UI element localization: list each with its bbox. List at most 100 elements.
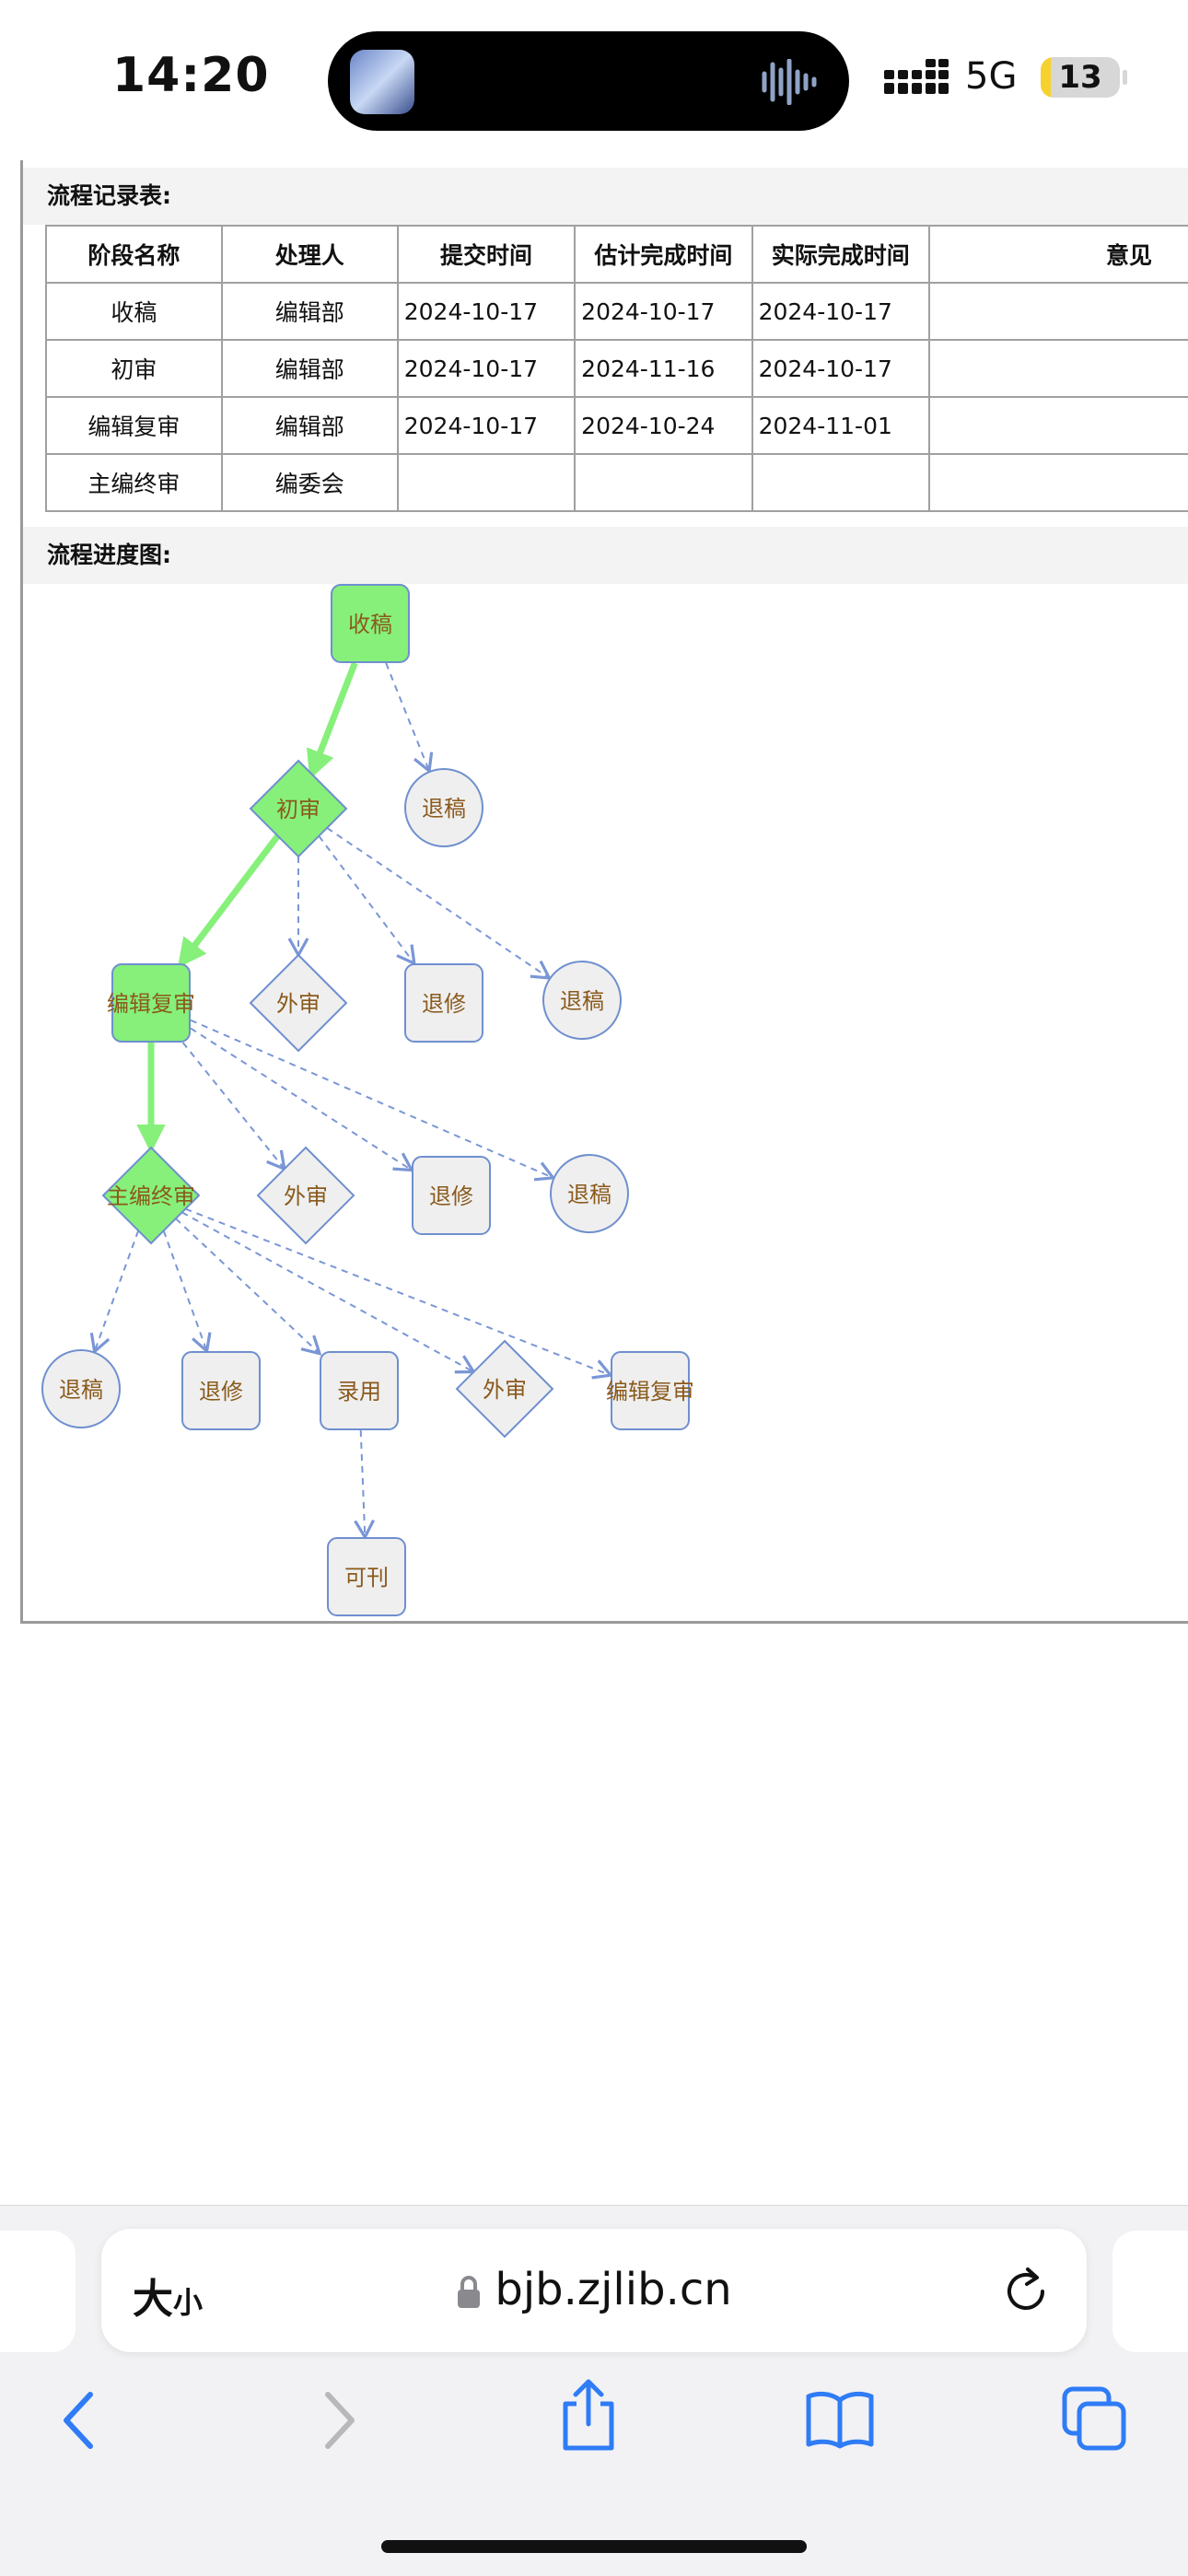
node-shape-rect <box>320 1351 399 1430</box>
back-icon[interactable] <box>57 2384 101 2457</box>
opinion-cell <box>928 339 1188 398</box>
node-shape-rect <box>331 584 410 663</box>
column-header: 估计完成时间 <box>574 225 753 284</box>
edge-n_edit-to-n_reject3 <box>190 1019 556 1182</box>
node-label: 录用 <box>337 1379 381 1405</box>
node-shape-diamond <box>455 1339 554 1439</box>
node-n_rev3[interactable]: 退修 <box>181 1351 261 1430</box>
node-label: 外审 <box>284 1183 328 1209</box>
battery-percentage: 13 <box>1058 59 1102 96</box>
node-label: 编辑复审 <box>606 1379 694 1405</box>
node-n_accept[interactable]: 录用 <box>320 1351 399 1430</box>
edge-n_first-to-n_rev1 <box>318 835 416 966</box>
share-icon[interactable] <box>558 2376 619 2454</box>
node-n_reject4[interactable]: 退稿 <box>41 1349 121 1428</box>
submit-time-cell <box>396 453 577 512</box>
node-label: 退稿 <box>567 1182 611 1207</box>
tabs-icon[interactable] <box>1061 2385 1127 2452</box>
node-label: 初审 <box>276 797 320 822</box>
edge-n_chief-to-n_accept <box>175 1218 322 1356</box>
reload-icon[interactable] <box>1002 2264 1050 2315</box>
edge-n_chief-to-n_ext3 <box>181 1211 477 1374</box>
diagram-nodes: 收稿退稿初审编辑复审外审退修退稿主编终审外审退修退稿退稿退修录用外审编辑复审可刊 <box>41 584 694 1616</box>
column-header: 处理人 <box>220 225 399 284</box>
node-shape-rect <box>327 1537 406 1616</box>
node-n_reject2[interactable]: 退稿 <box>542 961 622 1040</box>
node-label: 退修 <box>422 991 466 1017</box>
node-shape-rect <box>181 1351 261 1430</box>
estimated-time-cell: 2024-10-17 <box>574 282 753 341</box>
node-label: 退稿 <box>560 988 604 1014</box>
audio-waveform-icon <box>762 59 817 105</box>
estimated-time-cell: 2024-11-16 <box>574 339 753 398</box>
node-shape-rect <box>412 1156 491 1235</box>
url-display[interactable]: bjb.zjlib.cn <box>101 2264 1087 2315</box>
edge-n_first-to-n_edit <box>177 833 281 969</box>
node-shape-circle <box>550 1154 629 1233</box>
node-label: 退稿 <box>59 1377 103 1403</box>
address-bar[interactable]: 大小 bjb.zjlib.cn <box>101 2229 1087 2352</box>
node-n_receive[interactable]: 收稿 <box>331 584 410 663</box>
stage-name-cell: 初审 <box>45 339 223 398</box>
node-shape-diamond <box>249 759 348 858</box>
node-n_reject1[interactable]: 退稿 <box>404 768 483 847</box>
edge-n_accept-to-n_publish <box>354 1429 376 1541</box>
status-time: 14:20 <box>112 48 270 103</box>
previous-tab-preview[interactable] <box>0 2231 76 2352</box>
progress-chart-title: 流程进度图: <box>47 542 171 568</box>
node-shape-diamond <box>101 1146 201 1245</box>
node-n_rev1[interactable]: 退修 <box>404 963 483 1043</box>
node-label: 外审 <box>276 991 320 1017</box>
node-n_rev2[interactable]: 退修 <box>412 1156 491 1235</box>
edge-n_receive-to-n_reject1 <box>385 662 434 775</box>
progress-title-band <box>23 527 1188 584</box>
forward-icon[interactable] <box>317 2384 361 2457</box>
node-shape-rect <box>404 963 483 1043</box>
node-shape-circle <box>404 768 483 847</box>
record-table-title: 流程记录表: <box>47 182 171 209</box>
bookmarks-icon[interactable] <box>805 2389 875 2450</box>
node-n_publish[interactable]: 可刊 <box>327 1537 406 1616</box>
diagram-edges <box>89 661 614 1541</box>
column-header: 提交时间 <box>396 225 577 284</box>
handler-cell: 编辑部 <box>220 282 399 341</box>
column-header: 意见 <box>928 225 1188 284</box>
submit-time-cell: 2024-10-17 <box>396 396 577 455</box>
opinion-cell <box>928 396 1188 455</box>
battery-tip <box>1123 70 1127 85</box>
table-header-row: 阶段名称 处理人 提交时间 估计完成时间 实际完成时间 意见 <box>45 225 1188 284</box>
estimated-time-cell <box>574 453 753 512</box>
node-n_edit[interactable]: 编辑复审 <box>107 963 195 1043</box>
node-n_first[interactable]: 初审 <box>249 759 348 858</box>
handler-cell: 编辑部 <box>220 339 399 398</box>
record-title-band <box>23 168 1188 225</box>
home-indicator[interactable] <box>381 2540 807 2553</box>
actual-time-cell: 2024-11-01 <box>751 396 931 455</box>
status-bar: 14:20 5G 13 <box>0 0 1188 157</box>
node-n_ext1[interactable]: 外审 <box>249 953 348 1053</box>
edge-n_receive-to-n_first <box>306 661 358 780</box>
text-size-button[interactable]: 大小 <box>133 2266 203 2325</box>
text-size-small-label: 小 <box>173 2285 204 2320</box>
node-shape-rect <box>111 963 191 1043</box>
lock-icon <box>458 2276 481 2308</box>
node-n_ext2[interactable]: 外审 <box>256 1146 355 1245</box>
node-label: 外审 <box>483 1377 527 1403</box>
workflow-progress-diagram: 收稿退稿初审编辑复审外审退修退稿主编终审外审退修退稿退稿退修录用外审编辑复审可刊 <box>41 584 694 1616</box>
submit-time-cell: 2024-10-17 <box>396 282 577 341</box>
edge-n_first-to-n_reject2 <box>326 827 553 980</box>
node-n_reject3[interactable]: 退稿 <box>550 1154 629 1233</box>
node-shape-rect <box>611 1351 690 1430</box>
node-shape-circle <box>41 1349 121 1428</box>
dynamic-island[interactable] <box>328 31 849 131</box>
workflow-record-table: 阶段名称 处理人 提交时间 估计完成时间 实际完成时间 意见 收稿 编辑部 20… <box>45 225 1188 512</box>
opinion-cell <box>928 282 1188 341</box>
battery-icon: 13 <box>1041 57 1120 98</box>
workflow-panel: 流程记录表: 阶段名称 处理人 提交时间 估计完成时间 实际完成时间 意见 收稿… <box>20 160 1188 1624</box>
node-shape-diamond <box>249 953 348 1053</box>
now-playing-artwork[interactable] <box>350 50 414 114</box>
node-n_edit2[interactable]: 编辑复审 <box>606 1351 694 1430</box>
node-n_chief[interactable]: 主编终审 <box>101 1146 201 1245</box>
node-n_ext3[interactable]: 外审 <box>455 1339 554 1439</box>
next-tab-preview[interactable] <box>1112 2231 1188 2352</box>
